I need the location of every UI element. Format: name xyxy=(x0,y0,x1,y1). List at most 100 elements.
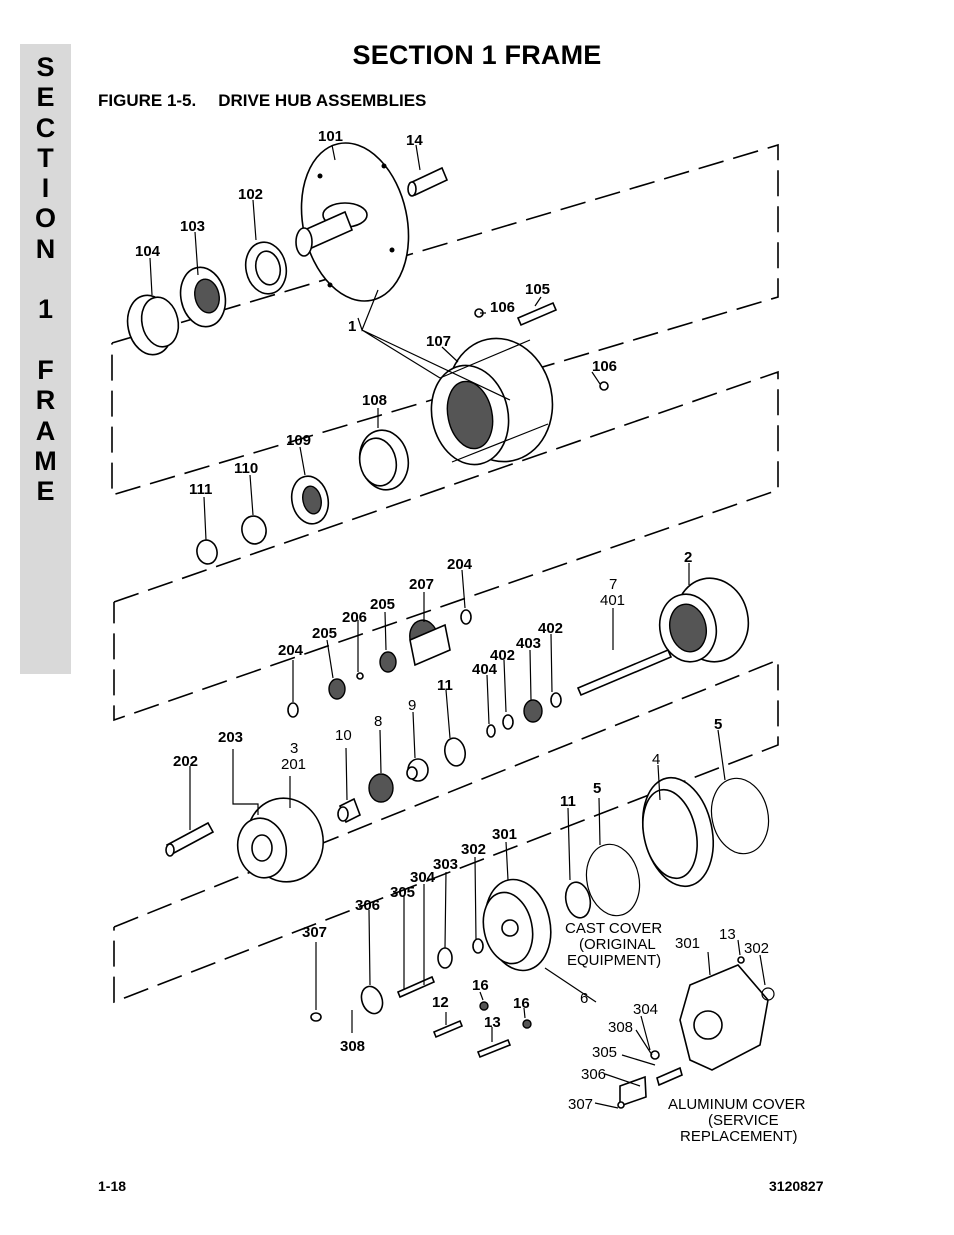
callout-109: 109 xyxy=(286,432,311,449)
callout-307: 307 xyxy=(302,924,327,941)
figure-number: FIGURE 1-5. xyxy=(98,91,197,110)
callout-103: 103 xyxy=(180,218,205,235)
spindle-flange-101 xyxy=(295,142,410,302)
assembly-frame-gears xyxy=(113,370,779,722)
callout-207: 207 xyxy=(409,576,434,593)
sun-gear-8 xyxy=(368,773,394,803)
callout-307: 307 xyxy=(568,1096,593,1113)
bearing-cone-103 xyxy=(179,266,227,328)
side-tab-letter: N xyxy=(35,233,56,264)
callout-108: 108 xyxy=(362,392,387,409)
bolts-12-13-16 xyxy=(432,1001,532,1059)
callout-401: 401 xyxy=(600,592,625,609)
callout-106: 106 xyxy=(490,299,515,316)
ring-gear-4 xyxy=(642,776,714,888)
callout-403: 403 xyxy=(516,635,541,652)
carrier-bracket-203 xyxy=(232,749,259,815)
callout-8: 8 xyxy=(374,713,382,730)
callout-302: 302 xyxy=(461,841,486,858)
note-line: CAST COVER xyxy=(565,920,662,937)
assembly-frame-cover xyxy=(113,658,779,1004)
plug-106 xyxy=(474,308,609,391)
note-line: EQUIPMENT) xyxy=(567,952,661,969)
callout-402: 402 xyxy=(490,647,515,664)
bearing-cup-108 xyxy=(358,429,410,491)
callout-16: 16 xyxy=(513,995,530,1012)
callout-204: 204 xyxy=(447,556,473,573)
callout-5: 5 xyxy=(714,716,722,733)
side-tab-letter: T xyxy=(37,142,54,173)
callout-201: 201 xyxy=(281,756,306,773)
thrust-washer-110 xyxy=(241,515,267,545)
callout-11: 11 xyxy=(560,793,576,810)
callout-11: 11 xyxy=(437,677,453,694)
callout-107: 107 xyxy=(426,333,451,350)
side-tab-letter: O xyxy=(34,203,56,234)
disconnect-rod-304-305 xyxy=(396,975,436,999)
callout-305: 305 xyxy=(390,884,415,901)
planet-shaft-202 xyxy=(165,821,215,857)
callout-202: 202 xyxy=(173,753,198,770)
side-tab-letter: R xyxy=(35,385,56,416)
retaining-ring-111 xyxy=(196,539,218,565)
disconnect-cap-303 xyxy=(437,947,453,969)
bolt-307 xyxy=(310,1012,322,1022)
retaining-ring-404 xyxy=(486,724,496,738)
callout-306: 306 xyxy=(355,897,380,914)
side-tab-letter: S xyxy=(36,52,55,82)
callout-3: 3 xyxy=(290,740,298,757)
side-tab-letters: S E C T I O N 1 F R A M E xyxy=(20,52,71,506)
callout-303: 303 xyxy=(433,856,458,873)
side-tab-letter: A xyxy=(35,415,56,446)
carrier-assembly-201 xyxy=(236,797,324,883)
callout-105: 105 xyxy=(525,281,550,298)
o-rings-5 xyxy=(585,777,770,917)
callout-304: 304 xyxy=(633,1001,658,1018)
bearing-cup-104 xyxy=(126,294,180,356)
callout-301: 301 xyxy=(492,826,517,843)
callout-106: 106 xyxy=(592,358,617,375)
callout-10: 10 xyxy=(335,727,352,744)
needle-bearings-205-206 xyxy=(328,651,397,700)
ring-gear-2 xyxy=(658,577,750,663)
aluminum-cover-small-parts xyxy=(617,956,775,1109)
page-title: SECTION 1 FRAME xyxy=(352,40,602,70)
cast-cover-301 xyxy=(482,878,552,972)
note-aluminum-cover: ALUMINUM COVER (SERVICE REPLACEMENT) xyxy=(668,1096,806,1145)
callout-101: 101 xyxy=(318,128,343,145)
callout-111: 111 xyxy=(189,481,212,498)
note-line: ALUMINUM COVER xyxy=(668,1096,806,1113)
callout-402: 402 xyxy=(538,620,563,637)
spacer-9 xyxy=(406,758,429,782)
callout-5: 5 xyxy=(593,780,601,797)
callout-205: 205 xyxy=(370,596,395,613)
callout-4: 4 xyxy=(652,751,660,768)
figure-caption: FIGURE 1-5.DRIVE HUB ASSEMBLIES xyxy=(98,91,426,111)
hub-107 xyxy=(430,337,554,466)
side-tab-letter: E xyxy=(36,82,55,113)
side-tab-letter: M xyxy=(34,445,57,476)
note-line: (SERVICE xyxy=(708,1112,779,1129)
callout-12: 12 xyxy=(432,994,449,1011)
callout-305: 305 xyxy=(592,1044,617,1061)
note-line: REPLACEMENT) xyxy=(680,1128,798,1145)
side-tab-letter: E xyxy=(36,476,55,507)
callout-9: 9 xyxy=(408,697,416,714)
aluminum-cover-301 xyxy=(679,964,769,1071)
callout-308: 308 xyxy=(608,1019,633,1036)
side-tab-letter: F xyxy=(37,354,54,385)
callout-404: 404 xyxy=(472,661,498,678)
note-line: (ORIGINAL xyxy=(579,936,656,953)
callout-110: 110 xyxy=(234,460,258,477)
page-number: 1-18 xyxy=(98,1178,127,1194)
disconnect-cap-306 xyxy=(360,985,384,1015)
stud-14 xyxy=(407,166,449,197)
callout-102: 102 xyxy=(238,186,263,203)
callout-203: 203 xyxy=(218,729,243,746)
callout-302: 302 xyxy=(744,940,769,957)
callout-306: 306 xyxy=(581,1066,606,1083)
callout-13: 13 xyxy=(484,1014,501,1031)
thrust-washers-402 xyxy=(502,692,562,730)
callout-205: 205 xyxy=(312,625,337,642)
